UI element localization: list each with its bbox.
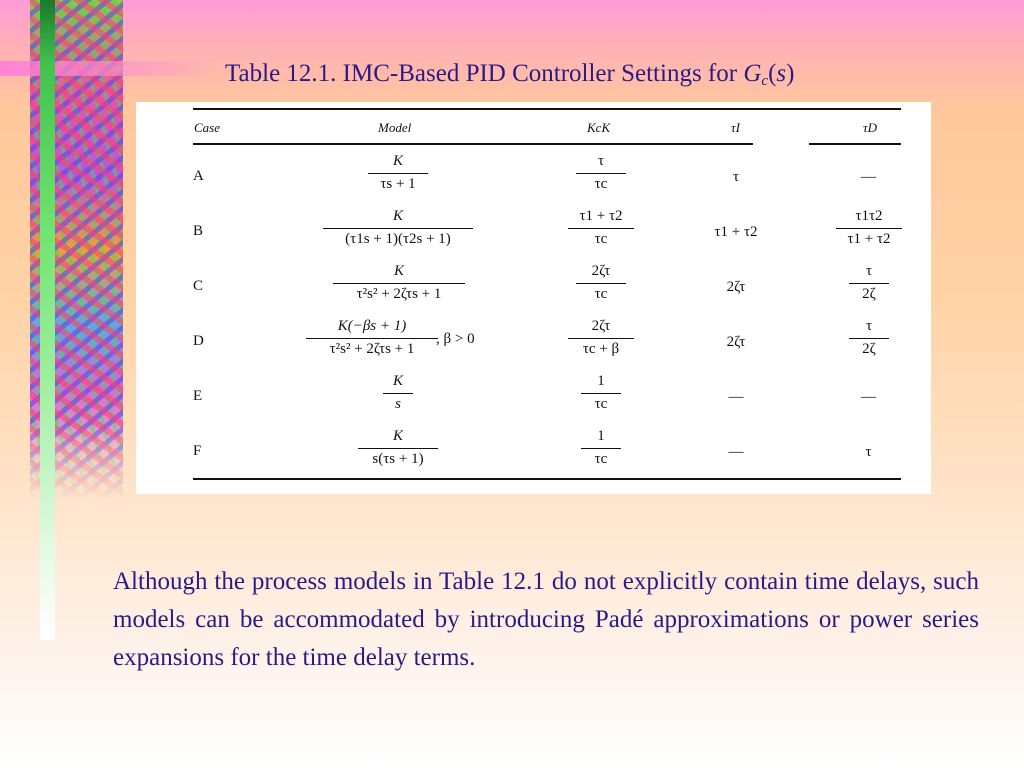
header-model: Model — [378, 120, 412, 135]
row-f-tau-d: τ — [865, 444, 872, 460]
row-c-case: C — [193, 278, 204, 294]
header-tau-d: τD — [863, 120, 878, 135]
table-header-rule-right — [809, 143, 901, 145]
row-a-case: A — [193, 168, 204, 184]
row-f-tau-i: — — [728, 444, 744, 460]
decorative-vertical-bar — [40, 0, 55, 640]
row-b-tau-i: τ1 + τ2 — [714, 224, 758, 240]
slide-title: Table 12.1. IMC-Based PID Controller Set… — [225, 60, 795, 89]
row-a-tau-i: τ — [732, 169, 740, 185]
row-d-case: D — [193, 333, 204, 349]
row-e-tau-d: — — [861, 389, 876, 405]
header-tau-i: τI — [731, 120, 740, 135]
table-bottom-rule — [193, 478, 901, 480]
body-paragraph: Although the process models in Table 12.… — [113, 568, 979, 671]
row-b-case: B — [193, 223, 204, 239]
table-top-rule — [193, 108, 901, 110]
decorative-horizontal-bar — [0, 61, 215, 76]
row-b-model: K(τ1s + 1)(τ2s + 1) — [323, 209, 473, 247]
header-kck: KcK — [587, 120, 611, 135]
row-d-tau-i: 2ζτ — [726, 334, 746, 350]
row-d-model: K(−βs + 1)τ²s² + 2ζτs + 1 — [306, 319, 438, 357]
row-a-tau-d: — — [861, 169, 876, 185]
row-c-tau-i: 2ζτ — [726, 279, 746, 295]
row-f-case: F — [193, 443, 202, 459]
header-case: Case — [194, 120, 220, 135]
table-header-rule — [193, 143, 753, 145]
row-e-case: E — [193, 388, 203, 404]
row-e-tau-i: — — [728, 389, 744, 405]
row-d-model-condition: , β > 0 — [436, 331, 475, 347]
